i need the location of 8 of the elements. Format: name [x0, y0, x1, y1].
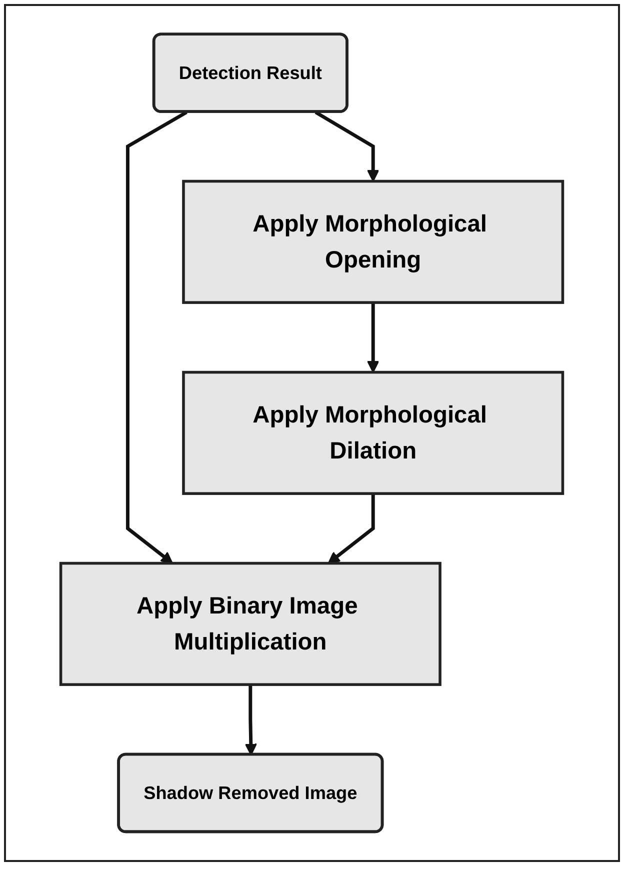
node-box [182, 370, 564, 496]
node-box [182, 180, 564, 304]
arrow [367, 302, 380, 373]
arrow [126, 110, 188, 564]
diagram-frame: Detection Result Apply Morphological Opening Apply Morphological Dilation Apply Binary Image Multiplication Shadow Removed Image [4, 4, 620, 862]
arrow [315, 110, 380, 182]
node-box [60, 562, 442, 686]
arrow [328, 494, 376, 564]
